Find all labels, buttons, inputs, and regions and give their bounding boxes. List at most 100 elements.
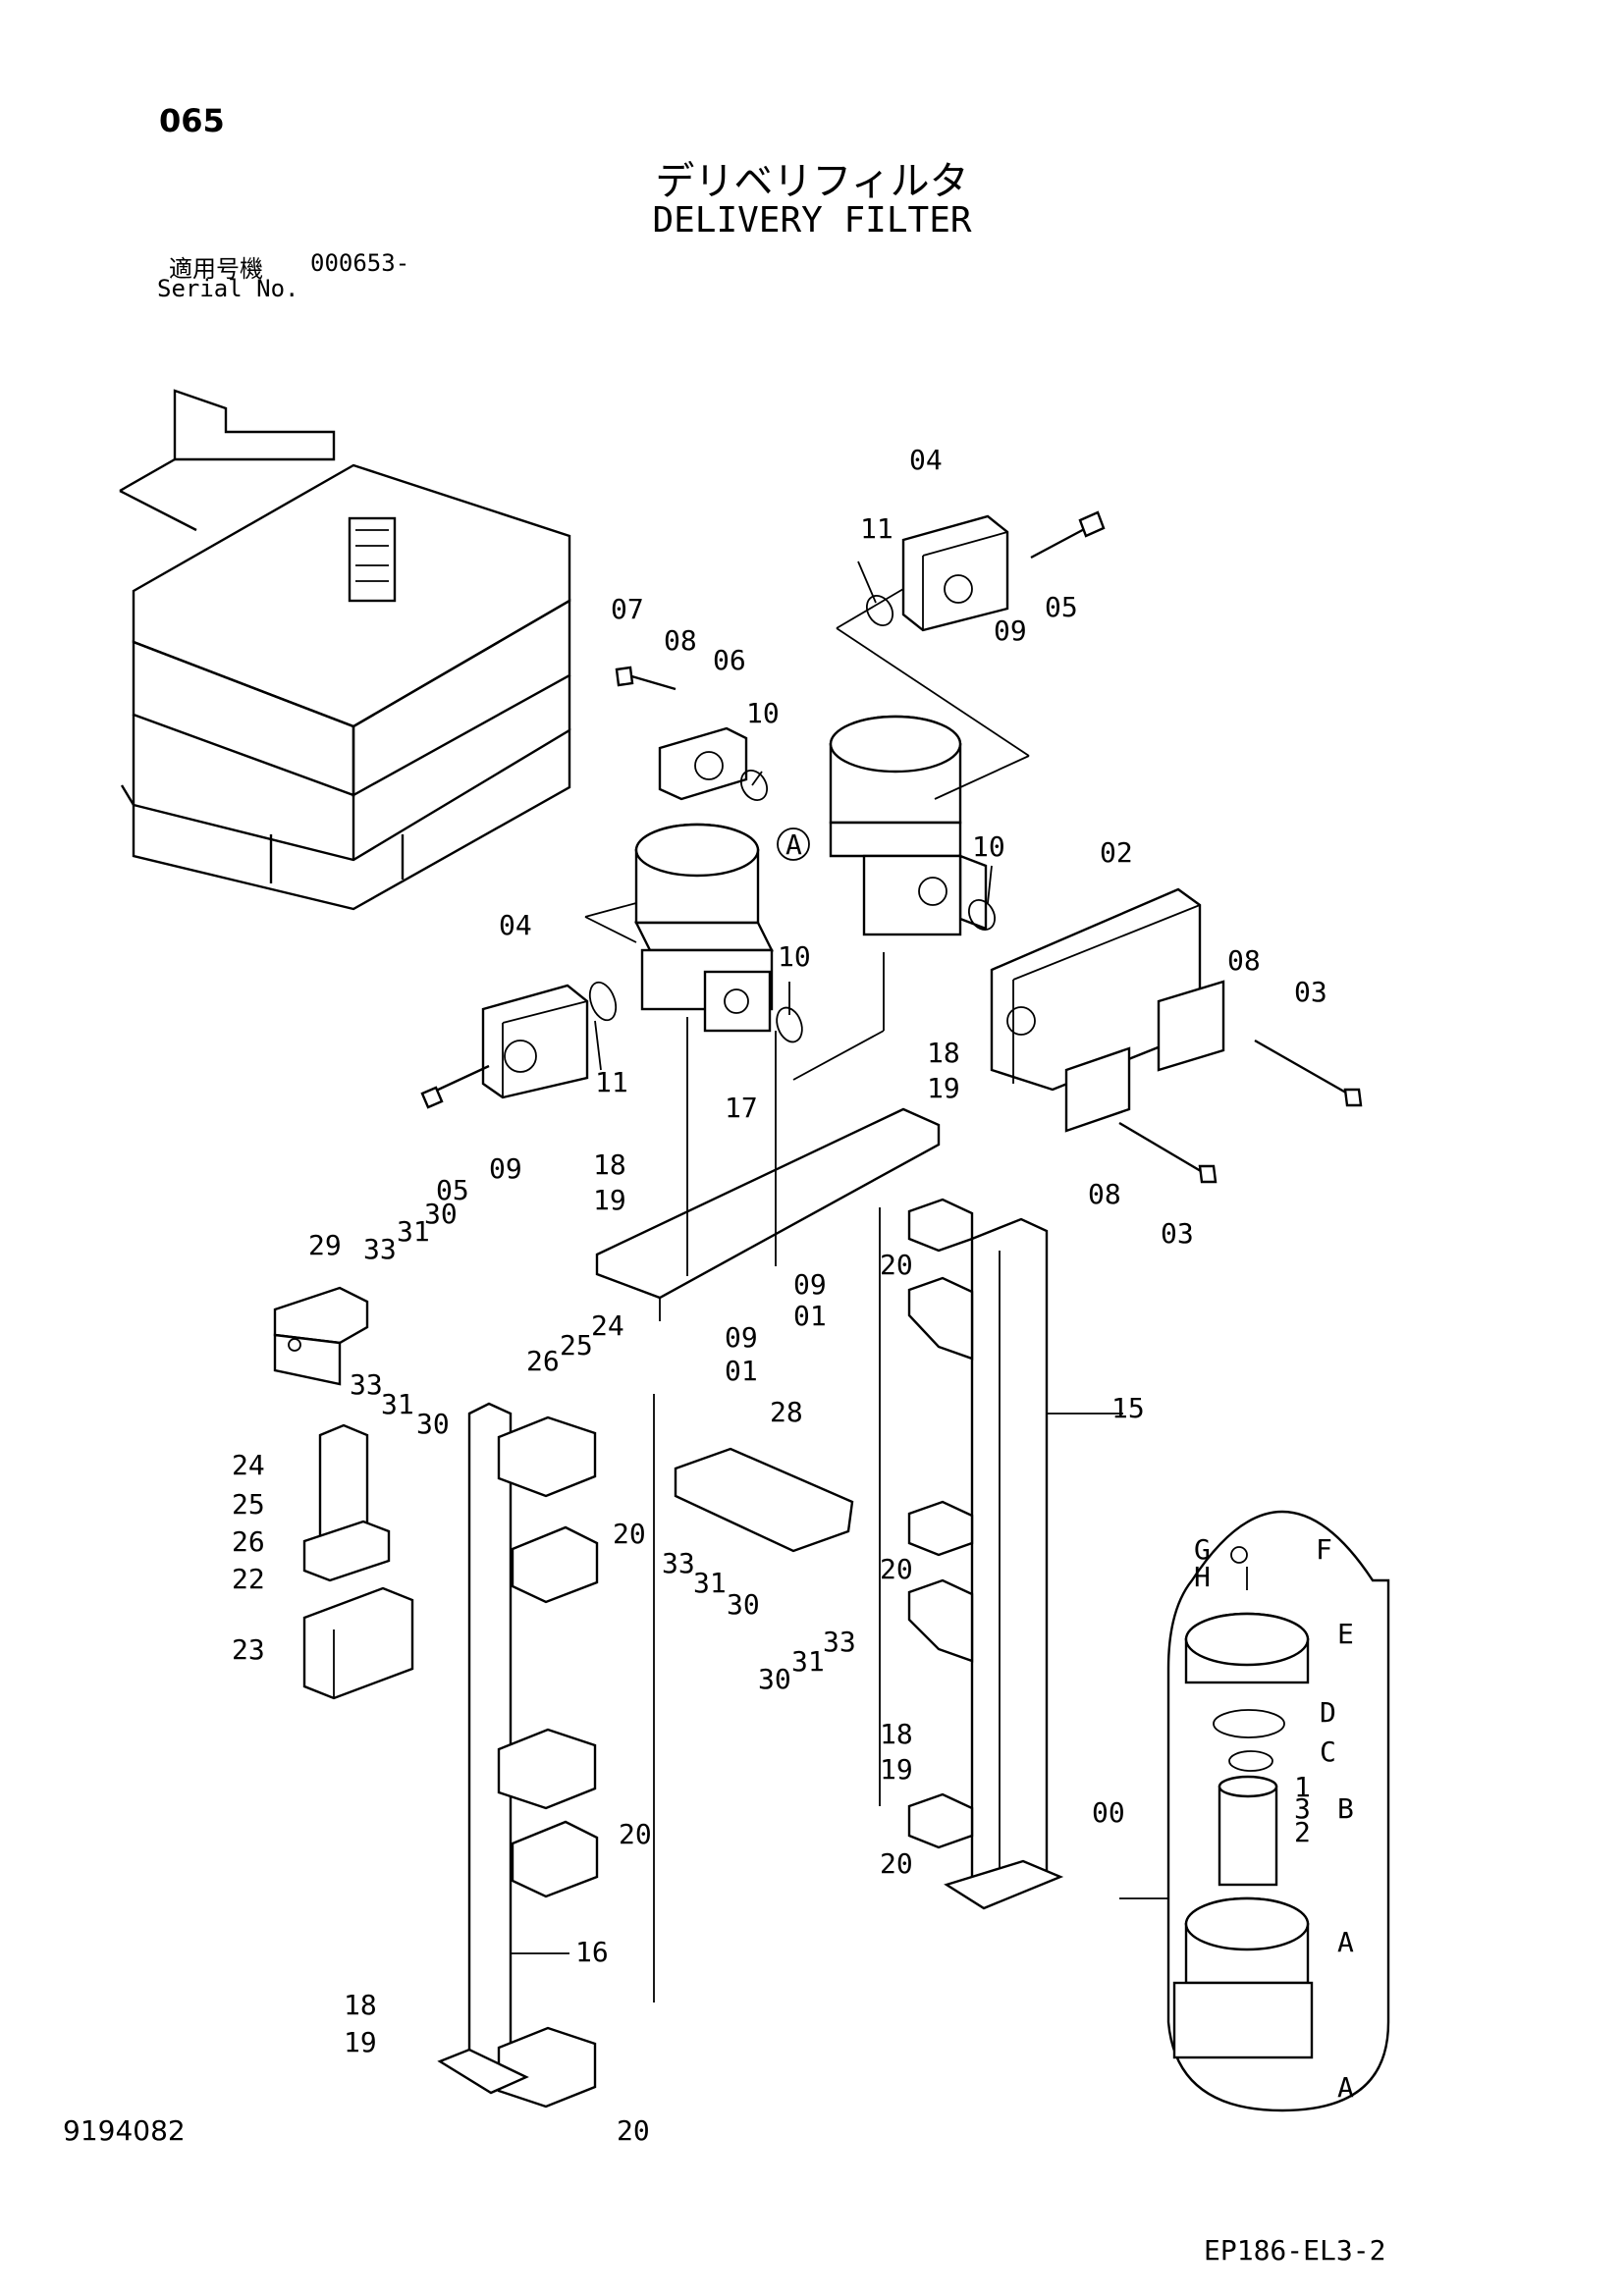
manifold-block-02 [990,887,1225,1133]
callout-25a: 25 [560,1329,593,1362]
bracket-29 [273,1286,369,1386]
callout-09d: 09 [725,1321,758,1354]
callout-18d: 18 [344,1989,377,2021]
callout-20d: 20 [619,1818,652,1850]
serial-label-english: Serial No. [157,275,299,302]
callout-20c: 20 [880,1553,913,1585]
column-15 [879,1198,1064,1910]
callout-19c: 19 [880,1753,913,1786]
callout-28: 28 [770,1396,803,1428]
serial-value: 000653- [310,249,410,277]
callout-07: 07 [611,593,644,625]
callout-26b: 26 [232,1525,265,1558]
detail-label-A2: A [1337,1926,1354,1958]
callout-24b: 24 [232,1449,265,1481]
detail-label-A1: A [785,828,802,861]
callout-01b: 01 [725,1355,758,1387]
callout-17: 17 [725,1092,758,1124]
callout-06: 06 [713,644,746,676]
callout-22: 22 [232,1563,265,1595]
filter-housing-right [829,715,988,936]
bracket-28 [674,1447,854,1553]
detail-label-E: E [1337,1618,1354,1650]
callout-30b: 30 [416,1408,450,1440]
detail-marker-A [777,828,810,861]
callout-labels: 04 11 05 09 07 08 06 10 A 10 02 04 10 08… [232,444,1354,2147]
callout-19a: 19 [927,1072,960,1104]
callout-19b: 19 [593,1184,626,1216]
callout-09b: 09 [489,1152,522,1185]
machine-body-outline [119,389,571,911]
callout-15: 15 [1111,1392,1145,1424]
callout-01a: 01 [793,1300,827,1332]
title-japanese: デリベリフィルタ [655,159,969,204]
callout-09c: 09 [793,1268,827,1301]
callout-03a: 03 [1294,976,1327,1008]
column-16 [437,1394,655,2109]
callout-00: 00 [1092,1796,1125,1829]
plate-17 [595,1107,941,1321]
bracket-23 [302,1586,414,1700]
callout-05a: 05 [1045,591,1078,623]
detail-label-C: C [1320,1735,1336,1768]
callout-18b: 18 [593,1148,626,1181]
callout-04b: 04 [499,909,532,941]
callout-20a: 20 [880,1249,913,1281]
callout-23: 23 [232,1633,265,1666]
callout-10b: 10 [972,830,1005,863]
detail-view [1166,1510,1390,2112]
callout-31d: 31 [791,1645,825,1678]
callout-16: 16 [575,1936,609,1968]
detail-label-A3: A [1337,2071,1354,2104]
o-rings [588,595,997,1043]
flange-06 [658,726,748,801]
bracket-22 [302,1423,391,1582]
callout-18a: 18 [927,1037,960,1069]
callout-20f: 20 [617,2114,650,2147]
reference-code: EP186-EL3-2 [1204,2234,1386,2267]
callout-10a: 10 [746,697,780,729]
callout-31b: 31 [381,1388,414,1420]
filter-housing-left [634,823,774,1033]
drawing-number: 9194082 [63,2114,186,2147]
callout-31a: 31 [397,1215,430,1248]
leader-lines [511,561,1168,1954]
serial-label-japanese: 適用号機 [169,255,263,283]
callout-19d: 19 [344,2026,377,2058]
callout-11a: 11 [860,512,893,545]
callout-05b: 05 [436,1174,469,1206]
callout-02: 02 [1100,836,1133,869]
callout-26a: 26 [526,1345,560,1377]
callout-11b: 11 [595,1066,628,1098]
callout-03b: 03 [1161,1217,1194,1250]
callout-25b: 25 [232,1488,265,1521]
detail-label-2: 2 [1294,1816,1311,1848]
detail-label-3: 3 [1294,1792,1311,1825]
detail-label-1: 1 [1294,1771,1311,1803]
detail-label-D: D [1320,1696,1336,1729]
bolts [420,510,1363,1184]
callout-33c: 33 [662,1547,695,1579]
detail-label-G: G [1194,1533,1211,1566]
callout-18c: 18 [880,1718,913,1750]
callout-29: 29 [308,1229,342,1261]
flange-block-04-lower [481,984,589,1099]
callout-04a: 04 [909,444,943,476]
callout-33b: 33 [350,1368,383,1401]
callout-30c: 30 [727,1588,760,1621]
callout-30d: 30 [758,1663,791,1695]
page-number: 065 [159,102,225,139]
flange-block-04-upper [901,514,1009,632]
callout-09a: 09 [994,614,1027,647]
callout-08b: 08 [1227,944,1261,977]
callout-10c: 10 [778,940,811,973]
callout-33a: 33 [363,1233,397,1265]
callout-31c: 31 [693,1567,727,1599]
detail-label-B: B [1337,1792,1354,1825]
title-english: DELIVERY FILTER [652,200,972,240]
detail-label-H: H [1194,1561,1211,1593]
callout-30a: 30 [424,1198,458,1230]
callout-20b: 20 [613,1518,646,1550]
callout-24a: 24 [591,1309,624,1342]
